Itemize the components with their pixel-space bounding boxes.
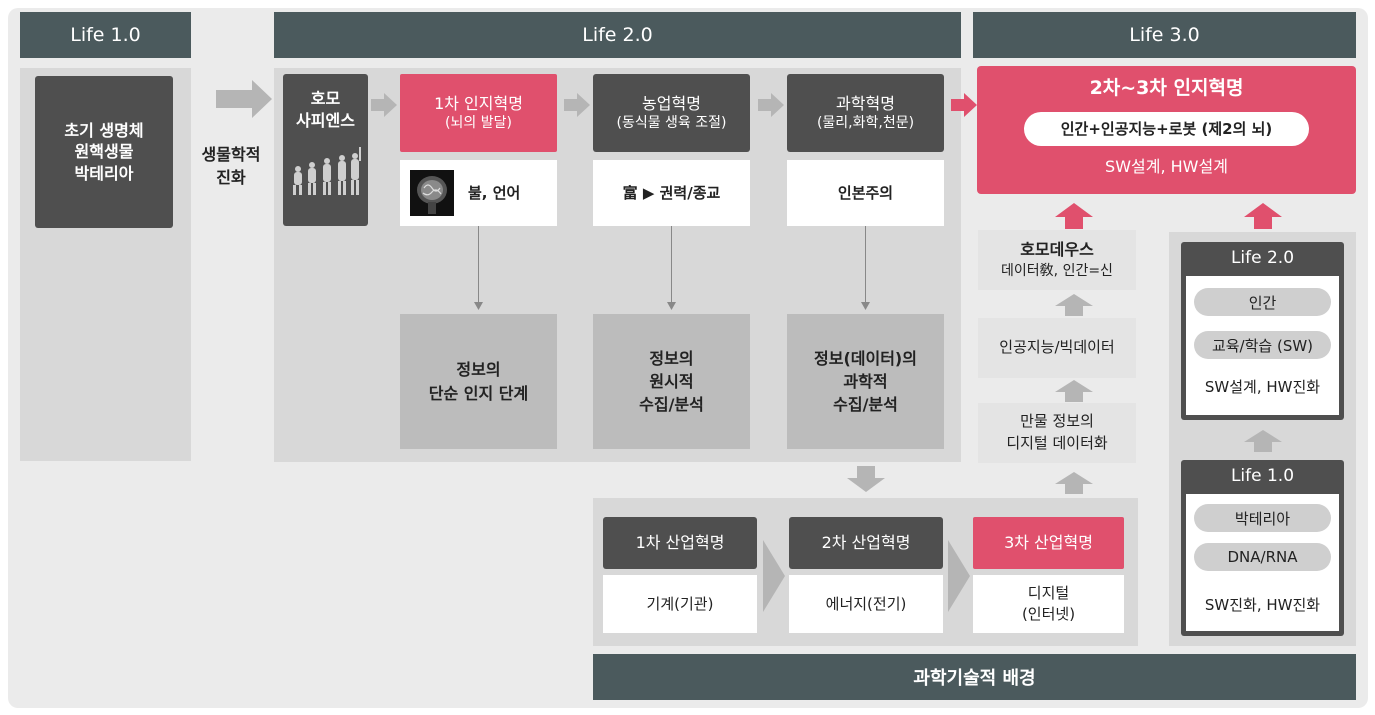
revolution-title: 농업혁명 <box>642 93 701 113</box>
mini-life2-pill: 교육/학습 (SW) <box>1194 331 1331 359</box>
digitization-box: 만물 정보의 디지털 데이터화 <box>978 403 1136 463</box>
header-life3: Life 3.0 <box>973 12 1356 58</box>
life3-title: 2차~3차 인지혁명 <box>1089 77 1244 99</box>
industrial-3-item: 디지털 (인터넷) <box>973 575 1124 633</box>
mini-life2-pill: 인간 <box>1194 288 1331 316</box>
tech-background-bar: 과학기술적 배경 <box>593 654 1356 700</box>
arrow-up-icon <box>1055 472 1093 494</box>
agricultural-revolution-box: 농업혁명 (동식물 생육 조절) <box>593 74 750 152</box>
fire-language-box: 불, 언어 <box>400 160 557 226</box>
life1-box: 초기 생명체 원핵생물 박테리아 <box>35 76 173 228</box>
connector-line <box>478 226 479 306</box>
connector-line <box>671 226 672 306</box>
life3-box: 2차~3차 인지혁명 인간+인공지능+로봇 (제2의 뇌) SW설계, HW설계 <box>977 66 1356 194</box>
life3-pill: 인간+인공지능+로봇 (제2의 뇌) <box>1024 111 1309 146</box>
header-life1-label: Life 1.0 <box>70 24 141 46</box>
arrow-up-pink-icon <box>1244 203 1282 229</box>
stage-box: 정보의 단순 인지 단계 <box>400 314 557 449</box>
revolution-title: 과학혁명 <box>836 93 895 113</box>
arrow-up-icon <box>1244 430 1282 452</box>
arrow-right-icon <box>758 93 784 117</box>
industrial-2-title: 2차 산업혁명 <box>789 517 943 569</box>
mini-life1-pill: 박테리아 <box>1194 504 1331 532</box>
mini-life2-text: SW설계, HW진화 <box>1204 378 1321 396</box>
industrial-1-title: 1차 산업혁명 <box>603 517 757 569</box>
step-sub: 데이터敎, 인간=신 <box>1001 263 1113 280</box>
wealth-power-box: 富 ▶ 권력/종교 <box>593 160 750 226</box>
evolution-arrow-icon <box>216 80 272 118</box>
revolution-item: 富 ▶ 권력/종교 <box>622 183 721 202</box>
step-title: 인공지능/빅데이터 <box>999 338 1115 357</box>
brain-scan-icon <box>410 170 454 216</box>
stage-box: 정보(데이터)의 과학적 수집/분석 <box>787 314 944 449</box>
header-life3-label: Life 3.0 <box>1129 24 1200 46</box>
mini-life1-title: Life 1.0 <box>1230 466 1295 486</box>
homo-deus-box: 호모데우스 데이터敎, 인간=신 <box>978 230 1136 290</box>
industrial-1-item: 기계(기관) <box>603 575 757 633</box>
arrowhead-icon <box>667 302 676 310</box>
header-life2-label: Life 2.0 <box>582 24 653 46</box>
arrow-up-icon <box>1055 380 1093 402</box>
tech-background-label: 과학기술적 배경 <box>913 668 1036 689</box>
mini-life2-box: Life 2.0 인간 교육/학습 (SW) SW설계, HW진화 <box>1181 242 1344 420</box>
chevron-right-icon <box>948 540 970 612</box>
stage-box: 정보의 원시적 수집/분석 <box>593 314 750 449</box>
revolution-title: 1차 인지혁명 <box>434 93 523 113</box>
industrial-2-item: 에너지(전기) <box>789 575 943 633</box>
arrow-down-icon <box>847 466 885 492</box>
step-title: 호모데우스 <box>1020 240 1094 260</box>
mini-life2-title: Life 2.0 <box>1230 248 1295 268</box>
revolution-subtitle: (뇌의 발달) <box>445 115 512 132</box>
mini-life1-pill: DNA/RNA <box>1194 543 1331 571</box>
arrow-up-pink-icon <box>1055 203 1093 229</box>
header-life1: Life 1.0 <box>20 12 191 58</box>
mini-life1-body: 박테리아 DNA/RNA SW진화, HW진화 <box>1186 494 1339 631</box>
revolution-subtitle: (동식물 생육 조절) <box>616 115 727 132</box>
scientific-revolution-box: 과학혁명 (물리,화학,천문) <box>787 74 944 152</box>
connector-line <box>865 226 866 306</box>
revolution-subtitle: (물리,화학,천문) <box>816 115 915 132</box>
arrow-right-pink-icon <box>951 93 977 117</box>
human-evolution-icon <box>292 147 361 196</box>
arrowhead-icon <box>861 302 870 310</box>
industrial-3-title: 3차 산업혁명 <box>973 517 1124 569</box>
header-life2: Life 2.0 <box>274 12 961 58</box>
mini-life1-text: SW진화, HW진화 <box>1204 596 1321 614</box>
arrowhead-icon <box>474 302 483 310</box>
revolution-item: 인본주의 <box>837 183 894 202</box>
arrow-right-icon <box>371 93 397 117</box>
homo-sapiens-label: 호모 사피엔스 <box>296 89 355 130</box>
humanism-box: 인본주의 <box>787 160 944 226</box>
homo-sapiens-box: 호모 사피엔스 <box>283 74 368 226</box>
mini-life1-box: Life 1.0 박테리아 DNA/RNA SW진화, HW진화 <box>1181 460 1344 636</box>
revolution-item: 불, 언어 <box>468 183 521 202</box>
ai-bigdata-box: 인공지능/빅데이터 <box>978 318 1136 378</box>
chevron-right-icon <box>763 540 785 612</box>
arrow-up-icon <box>1055 294 1093 316</box>
life3-sub: SW설계, HW설계 <box>1105 156 1228 176</box>
arrow-right-icon <box>564 93 590 117</box>
mini-life2-body: 인간 교육/학습 (SW) SW설계, HW진화 <box>1186 276 1339 415</box>
cognitive-revolution-box: 1차 인지혁명 (뇌의 발달) <box>400 74 557 152</box>
bio-evolution-label: 생물학적 진화 <box>201 145 261 188</box>
